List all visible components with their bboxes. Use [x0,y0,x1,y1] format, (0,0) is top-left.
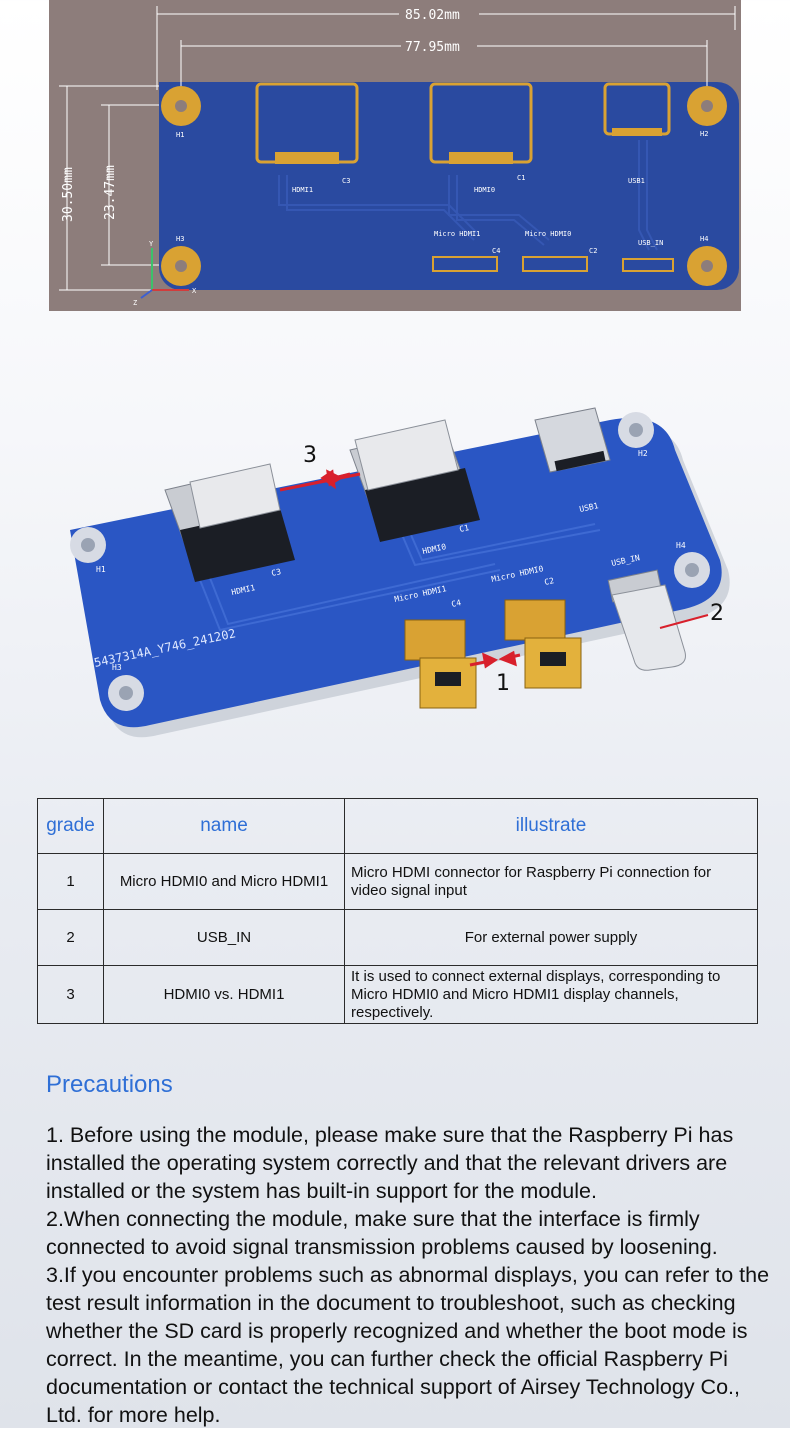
silk-c1: C1 [517,174,525,182]
header-illustrate: illustrate [344,798,758,854]
hdmi0-connector [349,419,480,542]
hdmi1-connector [164,463,295,582]
table-row: 2 USB_IN For external power supply [37,909,758,966]
header-grade: grade [37,798,104,854]
photo-holes [70,412,710,711]
hdmi1-pins [275,152,339,164]
hole-label-h2: H2 [700,130,708,138]
precaution-item: 3.If you encounter problems such as abno… [46,1263,770,1427]
silk-c3: C3 [342,177,350,185]
dim-width-outer: 85.02mm [405,8,460,23]
header-name: name [103,798,345,854]
row-illustrate: It is used to connect external displays,… [344,965,758,1024]
photo-board [70,418,722,728]
micro-hdmi1-footprint [432,256,498,272]
photo-silk-c4: C4 [451,598,462,609]
row-name: Micro HDMI0 and Micro HDMI1 [103,853,345,910]
row-illustrate: Micro HDMI connector for Raspberry Pi co… [344,853,758,910]
table-row: 1 Micro HDMI0 and Micro HDMI1 Micro HDMI… [37,853,758,910]
row-grade: 2 [37,909,104,966]
photo-traces [199,523,601,632]
precautions-body: 1. Before using the module, please make … [46,1121,776,1429]
usb-pins [612,128,662,136]
silk-usb-in: USB_IN [638,239,663,247]
dim-width-inner: 77.95mm [405,40,460,55]
hole-label-h3: H3 [176,235,184,243]
silk-c2: C2 [589,247,597,255]
svg-text:Z: Z [133,299,137,307]
photo-h2: H2 [638,449,648,458]
silk-micro1: Micro HDMI1 [434,230,480,238]
photo-silk-usb: USB1 [579,501,600,514]
row-illustrate: For external power supply [344,909,758,966]
photo-silk-c1: C1 [459,523,470,534]
silk-hdmi0: HDMI0 [474,186,495,194]
pcb-traces [278,140,658,251]
silk-hdmi1: HDMI1 [292,186,313,194]
precaution-item: 2.When connecting the module, make sure … [46,1207,718,1259]
photo-silk-c2: C2 [544,576,555,587]
table-row: 3 HDMI0 vs. HDMI1 It is used to connect … [37,965,758,1024]
hdmi0-pins [449,152,513,164]
product-photo: H1 H2 H3 H4 HDMI1 HDMI0 USB1 C3 C1 Micro… [40,380,760,750]
table-header-row: grade name illustrate [37,798,758,854]
usb-in-plug [607,569,686,671]
photo-silk-c3: C3 [271,567,282,578]
precautions-title: Precautions [46,1071,173,1098]
precaution-item: 1. Before using the module, please make … [46,1123,734,1203]
callout-arrows [279,469,521,669]
silk-c4: C4 [492,247,500,255]
dim-height-outer: 30.50mm [61,167,76,222]
axis-indicator: Y X Z [133,240,197,307]
silk-micro0: Micro HDMI0 [525,230,571,238]
micro-hdmi1-plug [404,619,477,709]
photo-h1: H1 [96,565,106,574]
row-name: USB_IN [103,909,345,966]
callout-2-line [659,614,709,629]
row-name: HDMI0 vs. HDMI1 [103,965,345,1024]
usb-c-top-connector [534,407,611,473]
callout-3: 3 [303,443,317,468]
callout-2: 2 [710,601,724,626]
product-photo-svg: H1 H2 H3 H4 HDMI1 HDMI0 USB1 C3 C1 Micro… [70,407,730,738]
micro-hdmi0-footprint [522,256,588,272]
row-grade: 1 [37,853,104,910]
usb-in-footprint [622,258,674,272]
silk-usb: USB1 [628,177,645,185]
svg-text:Y: Y [149,240,154,248]
mounting-holes [161,86,727,286]
hole-label-h4: H4 [700,235,708,243]
dim-label-bg [401,38,477,54]
dim-label-bg [399,6,479,22]
pcb-drawing-svg: 85.02mm 77.95mm 30.50mm 23.47mm H1 H2 H3… [59,6,739,307]
micro-hdmi0-plug [504,599,582,689]
hole-label-h1: H1 [176,131,184,139]
callout-1: 1 [496,671,510,696]
photo-h3: H3 [112,663,122,672]
row-grade: 3 [37,965,104,1024]
spec-table: grade name illustrate 1 Micro HDMI0 and … [37,798,758,1024]
photo-h4: H4 [676,541,686,550]
pcb-dimension-drawing: 85.02mm 77.95mm 30.50mm 23.47mm H1 H2 H3… [49,0,741,311]
svg-text:X: X [192,287,197,295]
dim-height-inner: 23.47mm [103,165,118,220]
